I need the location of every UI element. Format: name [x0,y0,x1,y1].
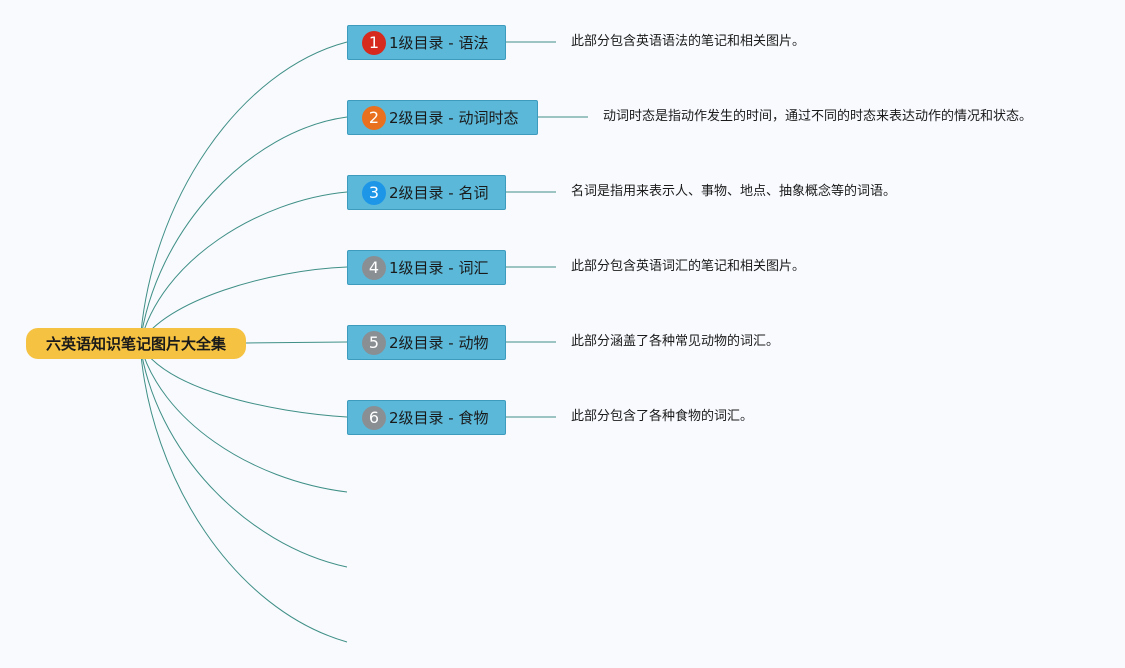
priority-badge-2: 2 [362,105,386,130]
branch-label: 1级目录 - 语法 [389,34,489,52]
branch-note-animals: 此部分涵盖了各种常见动物的词汇。 [571,334,780,349]
priority-badge-6: 6 [362,405,386,430]
priority-badge-5: 5 [362,330,386,355]
branch-note-grammar: 此部分包含英语语法的笔记和相关图片。 [571,34,806,49]
root-topic[interactable]: 六英语知识笔记图片大全集 [26,328,246,359]
connector-branch-5 [245,341,348,344]
connector-empty-8 [139,343,348,568]
branch-node-vocabulary[interactable]: 4 1级目录 - 词汇 [347,250,506,285]
branch-label: 2级目录 - 动物 [389,334,489,352]
connector-empty-7 [139,343,348,493]
branch-node-nouns[interactable]: 3 2级目录 - 名词 [347,175,506,210]
branch-node-food[interactable]: 6 2级目录 - 食物 [347,400,506,435]
branch-label: 2级目录 - 名词 [389,184,489,202]
branch-label: 1级目录 - 词汇 [389,259,489,277]
priority-badge-3: 3 [362,180,386,205]
branch-note-verb-tenses: 动词时态是指动作发生的时间，通过不同的时态来表达动作的情况和状态。 [603,109,1033,124]
connector-branch-2 [139,116,348,345]
branch-note-food: 此部分包含了各种食物的词汇。 [571,409,754,424]
branch-node-animals[interactable]: 5 2级目录 - 动物 [347,325,506,360]
branch-note-vocabulary: 此部分包含英语词汇的笔记和相关图片。 [571,259,806,274]
branch-label: 2级目录 - 动词时态 [389,109,519,127]
branch-node-grammar[interactable]: 1 1级目录 - 语法 [347,25,506,60]
branch-note-nouns: 名词是指用来表示人、事物、地点、抽象概念等的词语。 [571,184,897,199]
connector-branch-6 [139,343,348,418]
priority-badge-1: 1 [362,30,386,55]
branch-label: 2级目录 - 食物 [389,409,489,427]
connector-empty-9 [139,343,348,643]
priority-badge-4: 4 [362,255,386,280]
connector-branch-3 [139,191,348,345]
connector-branch-1 [139,41,348,345]
branch-node-verb-tenses[interactable]: 2 2级目录 - 动词时态 [347,100,538,135]
